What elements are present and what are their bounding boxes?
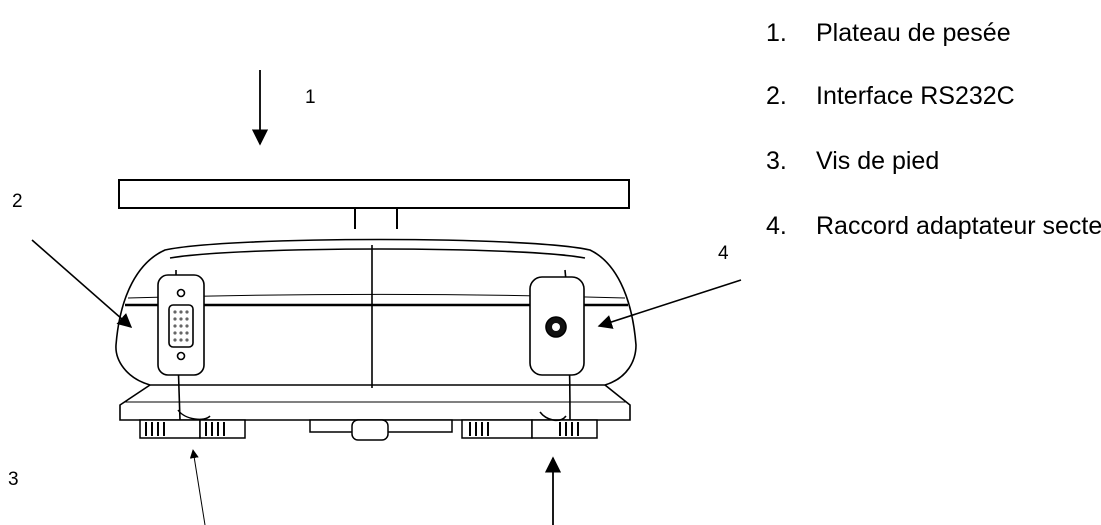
legend-item-number: 4. xyxy=(766,212,787,240)
pan-support xyxy=(354,208,398,229)
legend-item-label: Interface RS232C xyxy=(816,82,1015,110)
legend-item-label: Raccord adaptateur secteur xyxy=(816,212,1101,240)
foot-screw-left xyxy=(139,409,246,439)
legend-item-number: 2. xyxy=(766,82,787,110)
legend-item: 1. Plateau de pesée xyxy=(766,18,1101,48)
legend-item: 3. Vis de pied xyxy=(766,146,1101,176)
center-foot xyxy=(309,419,453,441)
legend-item-number: 3. xyxy=(766,147,787,175)
weighing-pan xyxy=(118,179,630,209)
callout-3: 3 xyxy=(8,469,19,490)
callout-4: 4 xyxy=(718,243,729,264)
callout-1: 1 xyxy=(305,87,316,108)
foot-screw-right xyxy=(461,411,598,439)
legend-item-label: Plateau de pesée xyxy=(816,19,1011,47)
arrow-2 xyxy=(31,239,133,328)
arrow-4 xyxy=(597,279,742,329)
arrow-3-left xyxy=(189,449,206,525)
legend-item: 4. Raccord adaptateur secteur xyxy=(766,211,1101,241)
rs232-port xyxy=(157,274,205,376)
power-jack xyxy=(529,276,585,376)
legend-item: 2. Interface RS232C xyxy=(766,81,1101,111)
legend-item-number: 1. xyxy=(766,19,787,47)
legend-item-label: Vis de pied xyxy=(816,147,940,175)
callout-2: 2 xyxy=(12,191,23,212)
